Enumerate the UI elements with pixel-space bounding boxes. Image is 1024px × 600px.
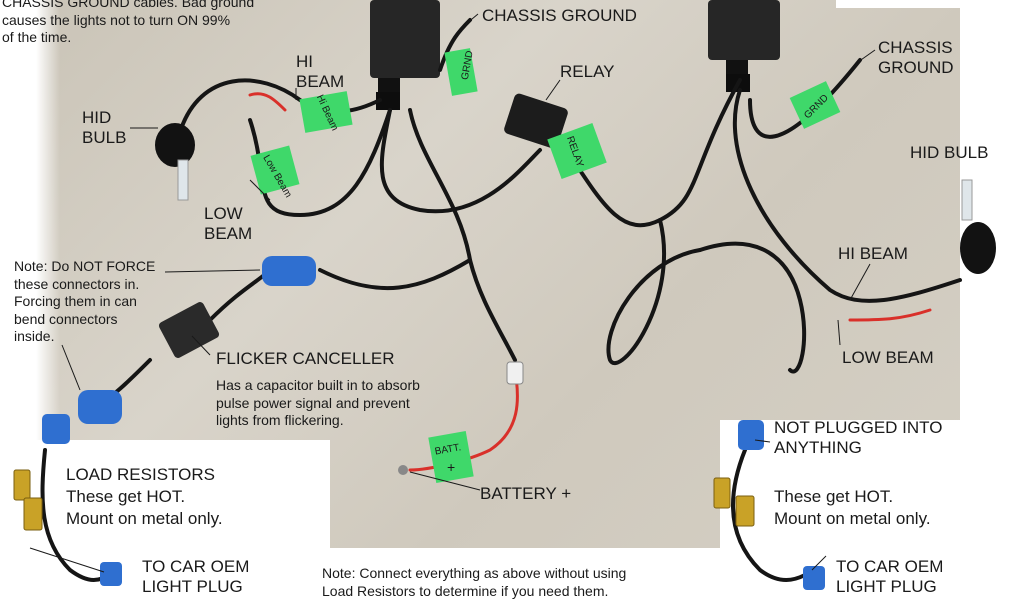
label-chassis-ground-right: CHASSIS GROUND	[878, 38, 954, 77]
tag-grnd-left: GRND	[460, 50, 476, 81]
label-hi-beam-left: HI BEAM	[296, 52, 345, 91]
blue-connectors	[42, 256, 825, 590]
right-ballast	[708, 0, 780, 92]
label-not-plugged: NOT PLUGGED INTO ANYTHING	[774, 418, 943, 457]
label-low-beam-left: LOW BEAM	[204, 204, 253, 243]
red-battery-wire	[248, 92, 932, 472]
tag-batt: BATT.	[434, 442, 462, 457]
load-resistors-note-right: These get HOT. Mount on metal only.	[774, 487, 931, 529]
tag-batt-plus: +	[447, 459, 455, 475]
flicker-canceller-description: Has a capacitor built in to absorb pulse…	[216, 377, 420, 428]
battery-fuse-holder	[398, 361, 524, 475]
label-relay: RELAY	[560, 62, 615, 81]
green-tape-tags	[250, 48, 841, 483]
load-resistors	[13, 469, 755, 531]
left-ballast	[370, 0, 440, 110]
force-connectors-note: Note: Do NOT FORCE these connectors in. …	[14, 258, 156, 344]
label-to-car-left: TO CAR OEM LIGHT PLUG	[142, 557, 250, 596]
flicker-canceller-module	[158, 302, 220, 358]
label-chassis-ground-left: CHASSIS GROUND	[482, 6, 637, 25]
label-flicker-canceller: FLICKER CANCELLER	[216, 349, 395, 368]
annotation-leader-lines	[29, 13, 876, 573]
load-resistors-note-left: LOAD RESISTORS These get HOT. Mount on m…	[66, 465, 223, 529]
label-to-car-right: TO CAR OEM LIGHT PLUG	[836, 557, 944, 596]
bottom-white-margin	[0, 548, 1024, 600]
label-hid-bulb-right: HID BULB	[910, 143, 989, 162]
label-low-beam-right: LOW BEAM	[842, 348, 934, 367]
hid-bulb-left	[155, 123, 195, 201]
label-hi-beam-right: HI BEAM	[838, 244, 908, 263]
ground-note: CHASSIS GROUND cables. Bad ground causes…	[2, 0, 255, 45]
hid-bulb-right	[960, 179, 996, 274]
label-battery: BATTERY +	[480, 484, 572, 503]
right-white-margin	[960, 0, 1024, 600]
top-right-white-box	[836, 0, 960, 8]
label-hid-bulb-left: HID BULB	[82, 108, 127, 147]
bottom-note: Note: Connect everything as above withou…	[322, 565, 627, 599]
relay-unit	[504, 93, 568, 149]
